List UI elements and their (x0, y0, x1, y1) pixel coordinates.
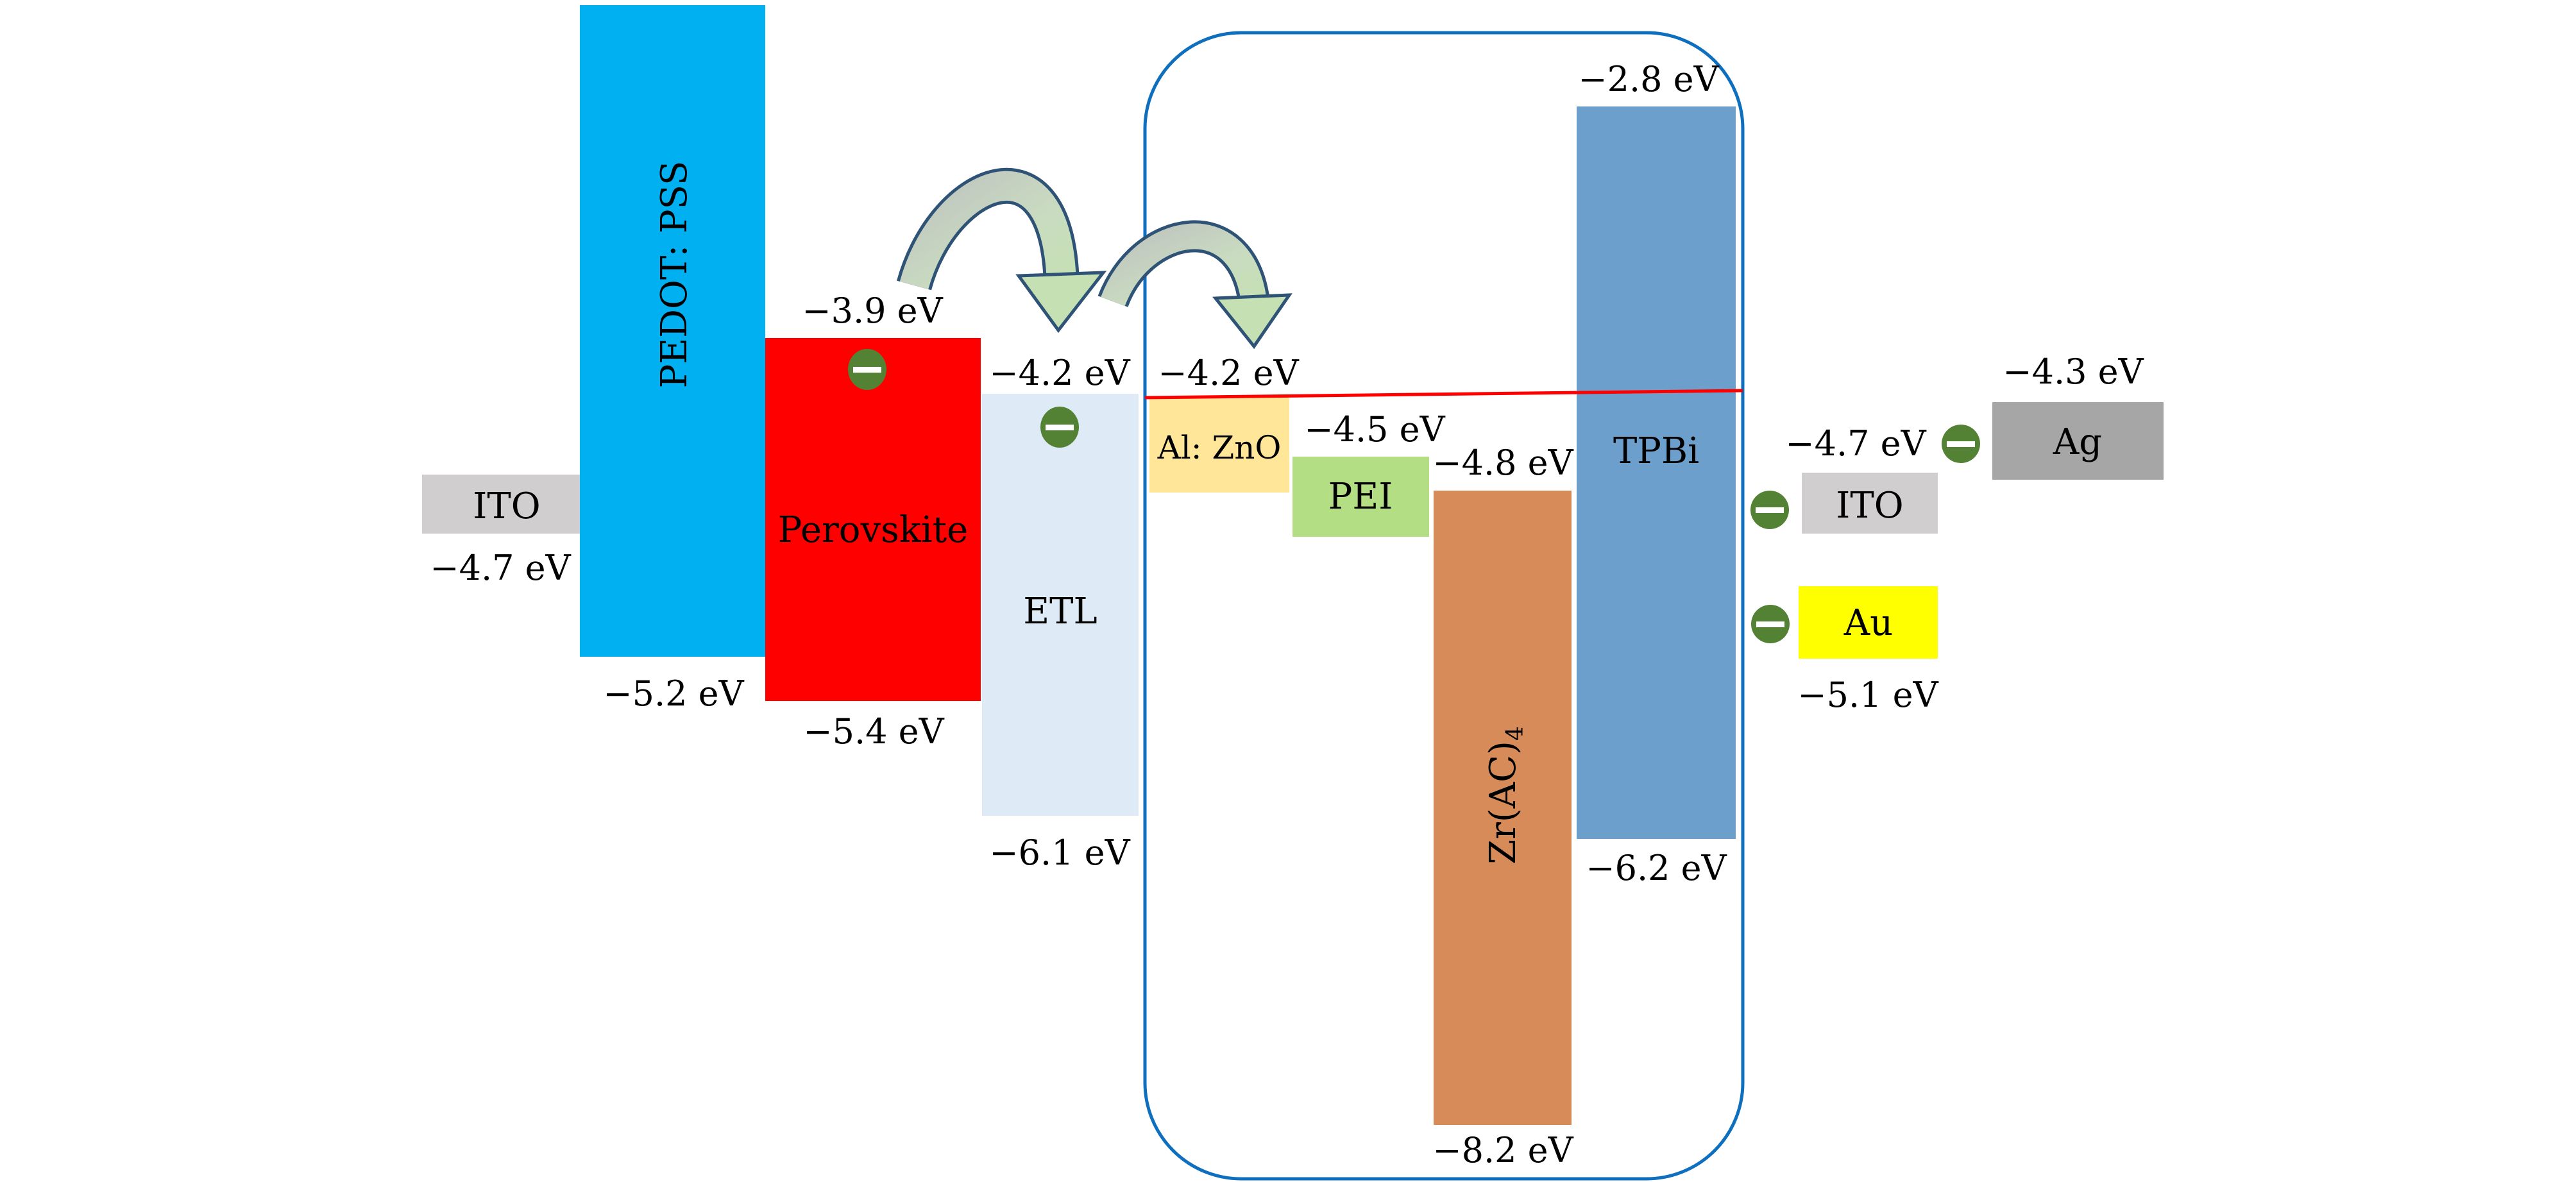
electron-transfer-arrow-1 (896, 167, 1107, 333)
ag-bar (1992, 402, 2164, 480)
pei-bar (1292, 457, 1429, 537)
alzno-label: Al: ZnO (1157, 429, 1282, 466)
pei-top-level: −4.5 eV (1304, 409, 1445, 450)
au-bar (1799, 586, 1938, 659)
zrac4-top-level: −4.8 eV (1432, 443, 1573, 483)
electron-icon (1040, 407, 1079, 448)
ito-left-bar (422, 475, 580, 534)
alzno-bar (1149, 398, 1289, 493)
pedot-pss-label: PEDOT: PSS (654, 161, 695, 389)
ito-right-label: ITO (1836, 485, 1903, 527)
electron-icon (1942, 425, 1980, 463)
zrac4-name: Zr(AC) (1482, 741, 1524, 865)
au-level: −5.1 eV (1797, 675, 1938, 715)
electron-icon (1751, 605, 1790, 643)
etl-label: ETL (1023, 591, 1097, 632)
tpbi-label: TPBi (1613, 430, 1699, 472)
perovskite-label: Perovskite (778, 509, 969, 551)
ito-left-label: ITO (473, 485, 540, 527)
zrac4-label: Zr(AC)4 (1482, 726, 1529, 865)
highlight-box (1143, 31, 1745, 1181)
zrac4-bar (1434, 491, 1572, 1125)
etl-bar (982, 394, 1139, 816)
ito-right-bar (1802, 473, 1938, 534)
ito-left-level: −4.7 eV (430, 548, 571, 588)
electron-icon (848, 349, 886, 390)
perovskite-bottom-level: −5.4 eV (803, 711, 944, 752)
electron-icon (1750, 491, 1789, 529)
ag-level: −4.3 eV (2003, 351, 2144, 392)
pedot-bottom-level: −5.2 eV (603, 673, 744, 714)
pei-label: PEI (1328, 476, 1393, 518)
alzno-top-level: −4.2 eV (1158, 353, 1299, 393)
energy-alignment-line (1144, 389, 1743, 400)
pedot-pss-bar (580, 5, 765, 657)
ito-right-level: −4.7 eV (1785, 423, 1926, 464)
perovskite-bar (765, 338, 981, 701)
perovskite-top-level: −3.9 eV (802, 291, 943, 331)
etl-top-level: −4.2 eV (989, 353, 1130, 393)
electron-transfer-arrow-2 (1097, 220, 1292, 350)
etl-bottom-level: −6.1 eV (989, 832, 1130, 873)
tpbi-top-level: −2.8 eV (1578, 59, 1719, 99)
zrac4-subscript: 4 (1502, 726, 1529, 741)
tpbi-bar (1577, 106, 1736, 839)
ag-label: Ag (2053, 421, 2102, 463)
tpbi-bottom-level: −6.2 eV (1586, 848, 1727, 888)
au-label: Au (1843, 602, 1894, 644)
zrac4-bottom-level: −8.2 eV (1432, 1130, 1573, 1170)
